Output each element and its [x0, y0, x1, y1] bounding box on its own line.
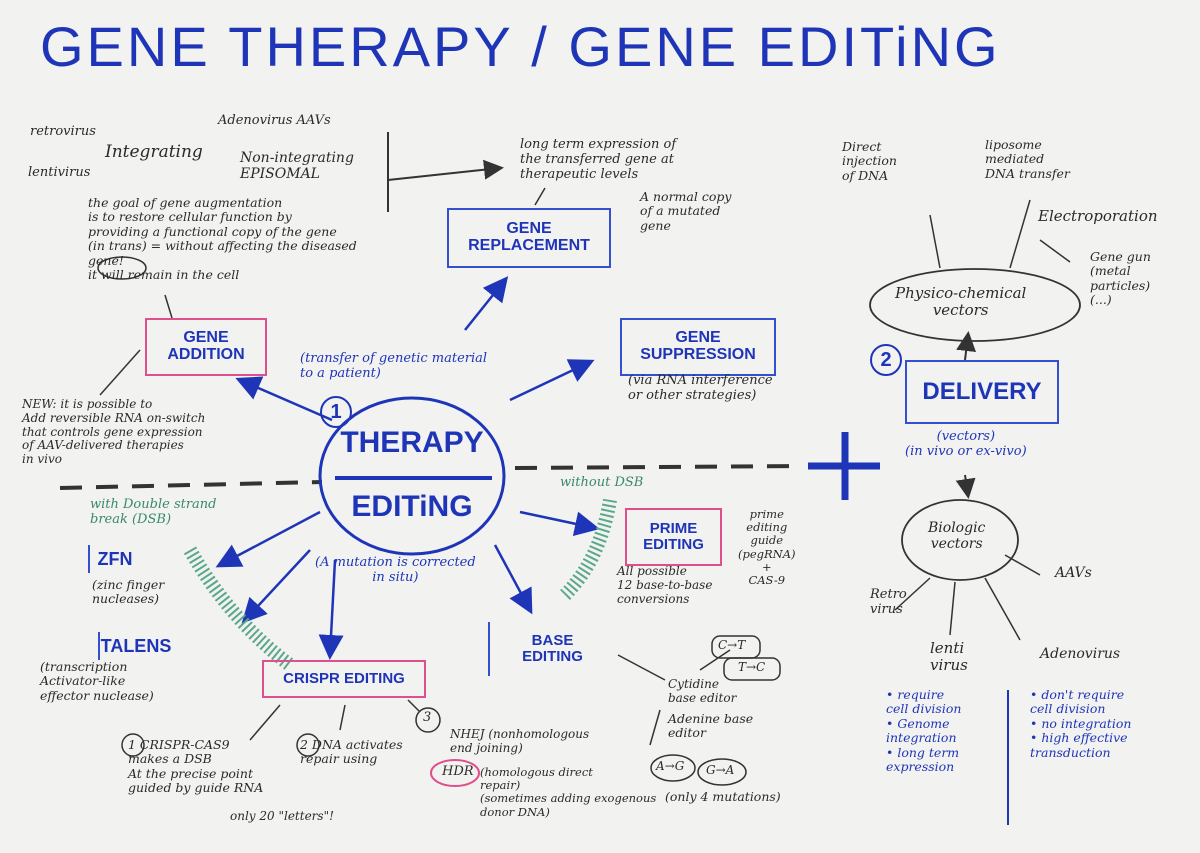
hdr-note: (homologous direct repair) (sometimes ad… — [480, 765, 657, 819]
with-dsb-label: with Double strand break (DSB) — [90, 497, 217, 527]
liposome-label: liposome mediated DNA transfer — [985, 137, 1070, 181]
biologic-vectors-label: Biologic vectors — [928, 520, 986, 553]
prime-guide-note: prime editing guide (pegRNA) + CAS-9 — [738, 507, 796, 588]
physico-bubble — [869, 268, 1081, 342]
retrovirus-vector-label: Retro virus — [870, 587, 907, 617]
zfn-note: (zinc finger nucleases) — [92, 577, 165, 607]
center-node: THERAPY EDITiNG — [322, 404, 502, 544]
delivery-box: DELIVERY — [905, 360, 1059, 424]
c-to-t-label: C→T — [718, 638, 746, 652]
vectors-note: (vectors) (in vivo or ex-vivo) — [905, 429, 1027, 459]
t-to-c-label: T→C — [738, 660, 766, 674]
lenti-properties-list: • require cell division • Genome integra… — [886, 687, 962, 774]
goal-note: the goal of gene augmentation is to rest… — [88, 195, 357, 282]
retrovirus-label: retrovirus — [30, 124, 96, 139]
long-term-note: long term expression of the transferred … — [520, 137, 677, 182]
crispr-step-2: 2 DNA activates repair using — [300, 737, 403, 767]
step-one-badge: 1 — [320, 396, 352, 428]
lentivirus-vector-label: lenti virus — [930, 639, 968, 675]
step-two-badge: 2 — [870, 344, 902, 376]
physico-chemical-label: Physico-chemical vectors — [895, 284, 1027, 320]
a-to-g-label: A→G — [656, 759, 685, 773]
gene-replacement-box: GENE REPLACEMENT — [447, 208, 611, 268]
adenovirus-vector-label: Adenovirus — [1040, 646, 1121, 662]
prime-editing-box: PRIME EDITING — [625, 508, 722, 566]
hdr-label: HDR — [442, 764, 474, 779]
electroporation-label: Electroporation — [1038, 207, 1158, 225]
lentivirus-label: lentivirus — [28, 165, 91, 180]
prime-conversions-note: All possible 12 base-to-base conversions — [617, 564, 713, 606]
aavs-vector-label: AAVs — [1055, 565, 1092, 581]
biologic-bubble — [901, 499, 1019, 581]
divider-right — [514, 464, 801, 470]
zfn-box: ZFN — [88, 545, 140, 573]
crispr-step-3: 3 — [423, 710, 432, 725]
page-title: GENE THERAPY / GENE EDITiNG — [40, 15, 1001, 78]
suppression-note: (via RNA interference or other strategie… — [628, 373, 773, 403]
crispr-editing-box: CRISPR EDITING — [262, 660, 426, 698]
integrating-label: Integrating — [105, 142, 203, 162]
crispr-step-1: 1 CRISPR-CAS9 makes a DSB At the precise… — [128, 737, 264, 796]
only-4-note: (only 4 mutations) — [665, 789, 781, 804]
editing-label: EDITiNG — [351, 490, 473, 523]
direct-injection-label: Direct injection of DNA — [842, 139, 897, 183]
gene-addition-box: GENE ADDITION — [145, 318, 267, 376]
normal-copy-note: A normal copy of a mutated gene — [640, 189, 732, 233]
adenine-editor-label: Adenine base editor — [668, 711, 754, 741]
in-situ-note: (A mutation is corrected in situ) — [315, 555, 476, 585]
talens-note: (transcription Activator-like effector n… — [40, 659, 154, 703]
new-note: NEW: it is possible to Add reversible RN… — [22, 397, 206, 467]
divider-left — [59, 480, 323, 490]
transfer-note-text: (transfer of genetic material to a patie… — [300, 351, 488, 381]
therapy-label: THERAPY — [340, 426, 484, 459]
center-circle — [318, 396, 506, 556]
base-editing-box: BASE EDITING — [488, 622, 615, 676]
without-dsb-label: without DSB — [560, 475, 644, 490]
g-to-a-label: G→A — [706, 763, 735, 777]
gene-suppression-box: GENE SUPPRESSION — [620, 318, 776, 376]
gene-gun-label: Gene gun (metal particles) (...) — [1090, 249, 1151, 308]
cytidine-editor-label: Cytidine base editor — [668, 677, 737, 705]
aav-properties-list: • don't require cell division • no integ… — [1030, 687, 1132, 760]
transfer-note: (transfer of genetic material to a patie… — [300, 351, 488, 382]
adeno-aav-label: Adenovirus AAVs — [218, 113, 331, 128]
crispr-step-1b: only 20 "letters"! — [230, 809, 334, 823]
nhej-note: NHEJ (nonhomologous end joining) — [450, 727, 590, 755]
talens-box: TALENs — [98, 632, 172, 660]
nonintegrating-label: Non-integrating EPISOMAL — [240, 150, 354, 183]
